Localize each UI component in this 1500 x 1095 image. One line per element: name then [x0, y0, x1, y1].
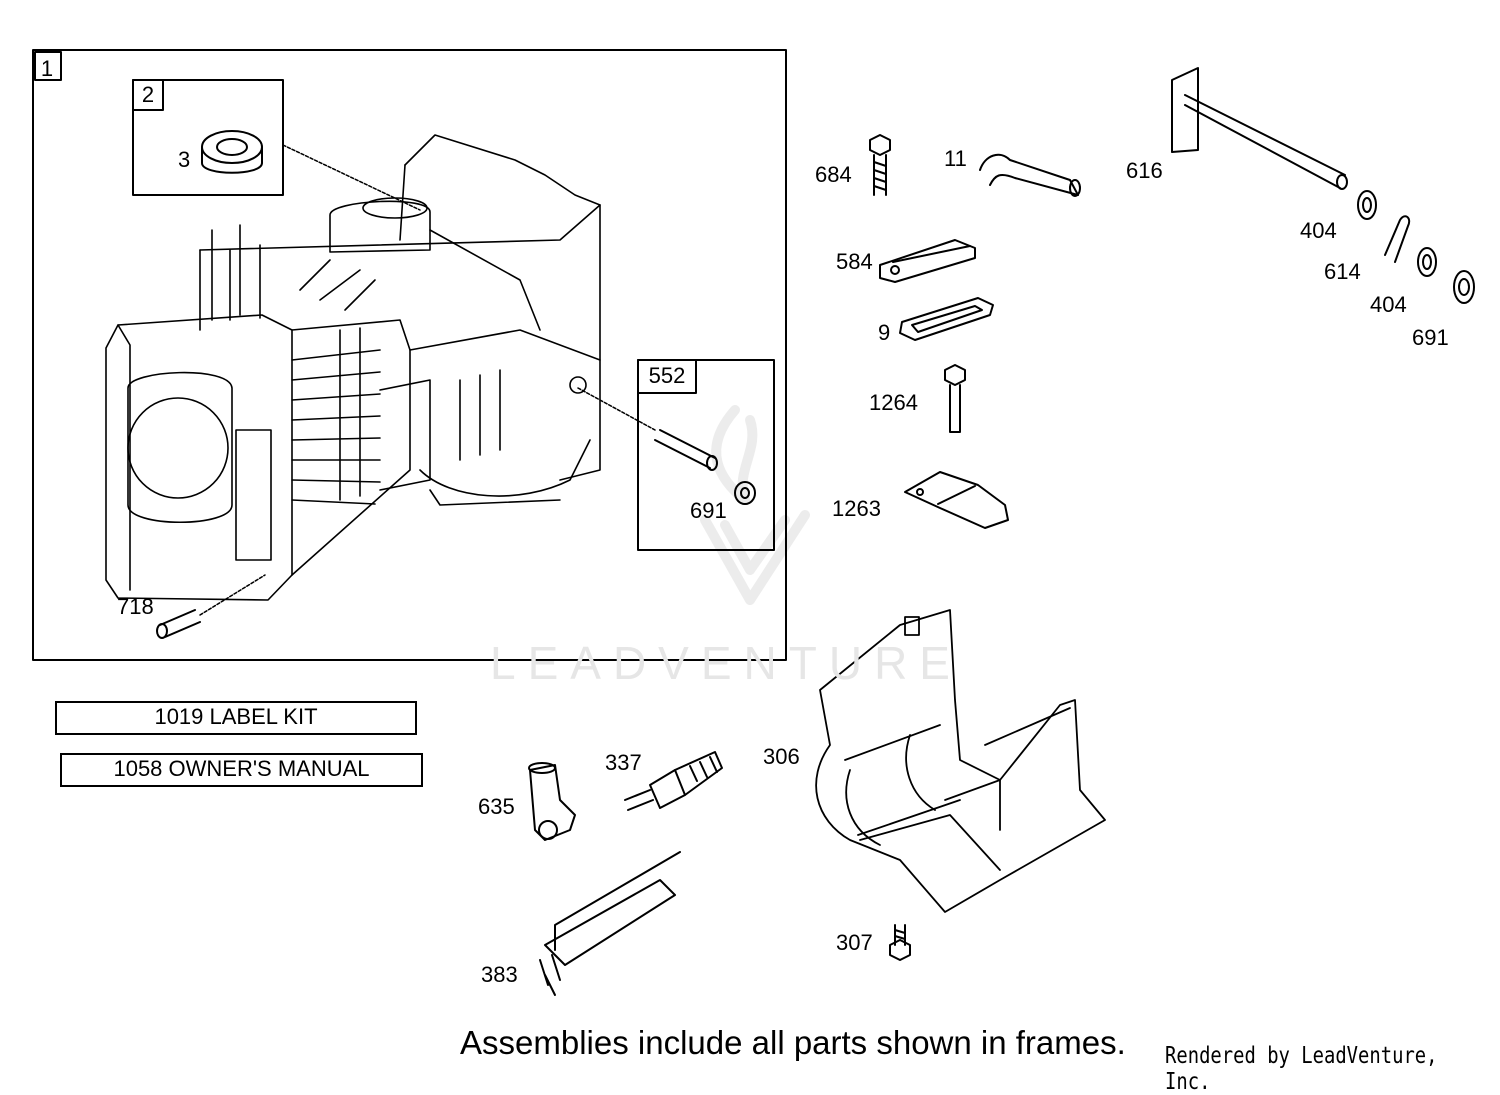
- part-label-635[interactable]: 635: [478, 794, 515, 819]
- assemblies-note: Assemblies include all parts shown in fr…: [460, 1024, 1126, 1061]
- part-label-718[interactable]: 718: [117, 594, 154, 619]
- frame-552-number: 552: [648, 363, 686, 388]
- part-label-307[interactable]: 307: [836, 930, 873, 955]
- engine-block-drawing: [105, 134, 601, 601]
- bolt-1264-drawing: [944, 364, 966, 433]
- part-label-691-a[interactable]: 691: [1412, 325, 1449, 350]
- owners-manual-box[interactable]: 1058 OWNER'S MANUAL: [60, 753, 423, 787]
- part-label-337[interactable]: 337: [605, 750, 642, 775]
- spark-boot-635-drawing: [528, 762, 576, 841]
- part-label-383[interactable]: 383: [481, 962, 518, 987]
- frame-552: [637, 359, 775, 551]
- part-label-404-a[interactable]: 404: [1300, 218, 1337, 243]
- part-label-11[interactable]: 11: [944, 146, 967, 171]
- plate-1263-drawing: [904, 471, 1009, 529]
- part-label-404-b[interactable]: 404: [1370, 292, 1407, 317]
- render-credit: Rendered by LeadVenture, Inc.: [1165, 1043, 1438, 1095]
- part-label-684[interactable]: 684: [815, 162, 852, 187]
- frame-2: [132, 79, 284, 196]
- rod-616-drawing: [1171, 67, 1348, 190]
- part-label-584[interactable]: 584: [836, 249, 873, 274]
- tube-11-drawing: [979, 153, 1081, 197]
- frame-1-number: 1: [40, 56, 54, 81]
- tool-383-drawing: [539, 851, 681, 996]
- part-label-691-b[interactable]: 691: [690, 498, 727, 523]
- bolt-684-drawing: [869, 134, 891, 196]
- part-label-1264[interactable]: 1264: [869, 390, 918, 415]
- hairpin-614: [1384, 215, 1411, 263]
- frame-1: [32, 49, 787, 661]
- part-label-9[interactable]: 9: [878, 320, 891, 345]
- part-label-616[interactable]: 616: [1126, 158, 1163, 183]
- washer-404-a: [1357, 190, 1377, 220]
- watermark-text: LEADVENTURE: [490, 637, 962, 689]
- dowel-718-drawing: [156, 574, 266, 639]
- gasket-9-drawing: [899, 297, 994, 341]
- label-kit-box[interactable]: 1019 LABEL KIT: [55, 701, 417, 735]
- frame-2-number: 2: [141, 82, 155, 107]
- oil-seal-drawing: [201, 130, 263, 174]
- dowel-pin-drawing: [654, 429, 756, 505]
- shroud-306-drawing: [815, 609, 1106, 913]
- screw-307-drawing: [889, 924, 911, 961]
- part-label-3[interactable]: 3: [178, 147, 191, 172]
- washer-691: [1453, 270, 1475, 304]
- part-label-1263[interactable]: 1263: [832, 496, 881, 521]
- spark-plug-337-drawing: [624, 751, 723, 811]
- washer-404-b: [1417, 247, 1437, 277]
- plate-584-drawing: [879, 239, 976, 283]
- part-label-614[interactable]: 614: [1324, 259, 1361, 284]
- part-label-306[interactable]: 306: [763, 744, 800, 769]
